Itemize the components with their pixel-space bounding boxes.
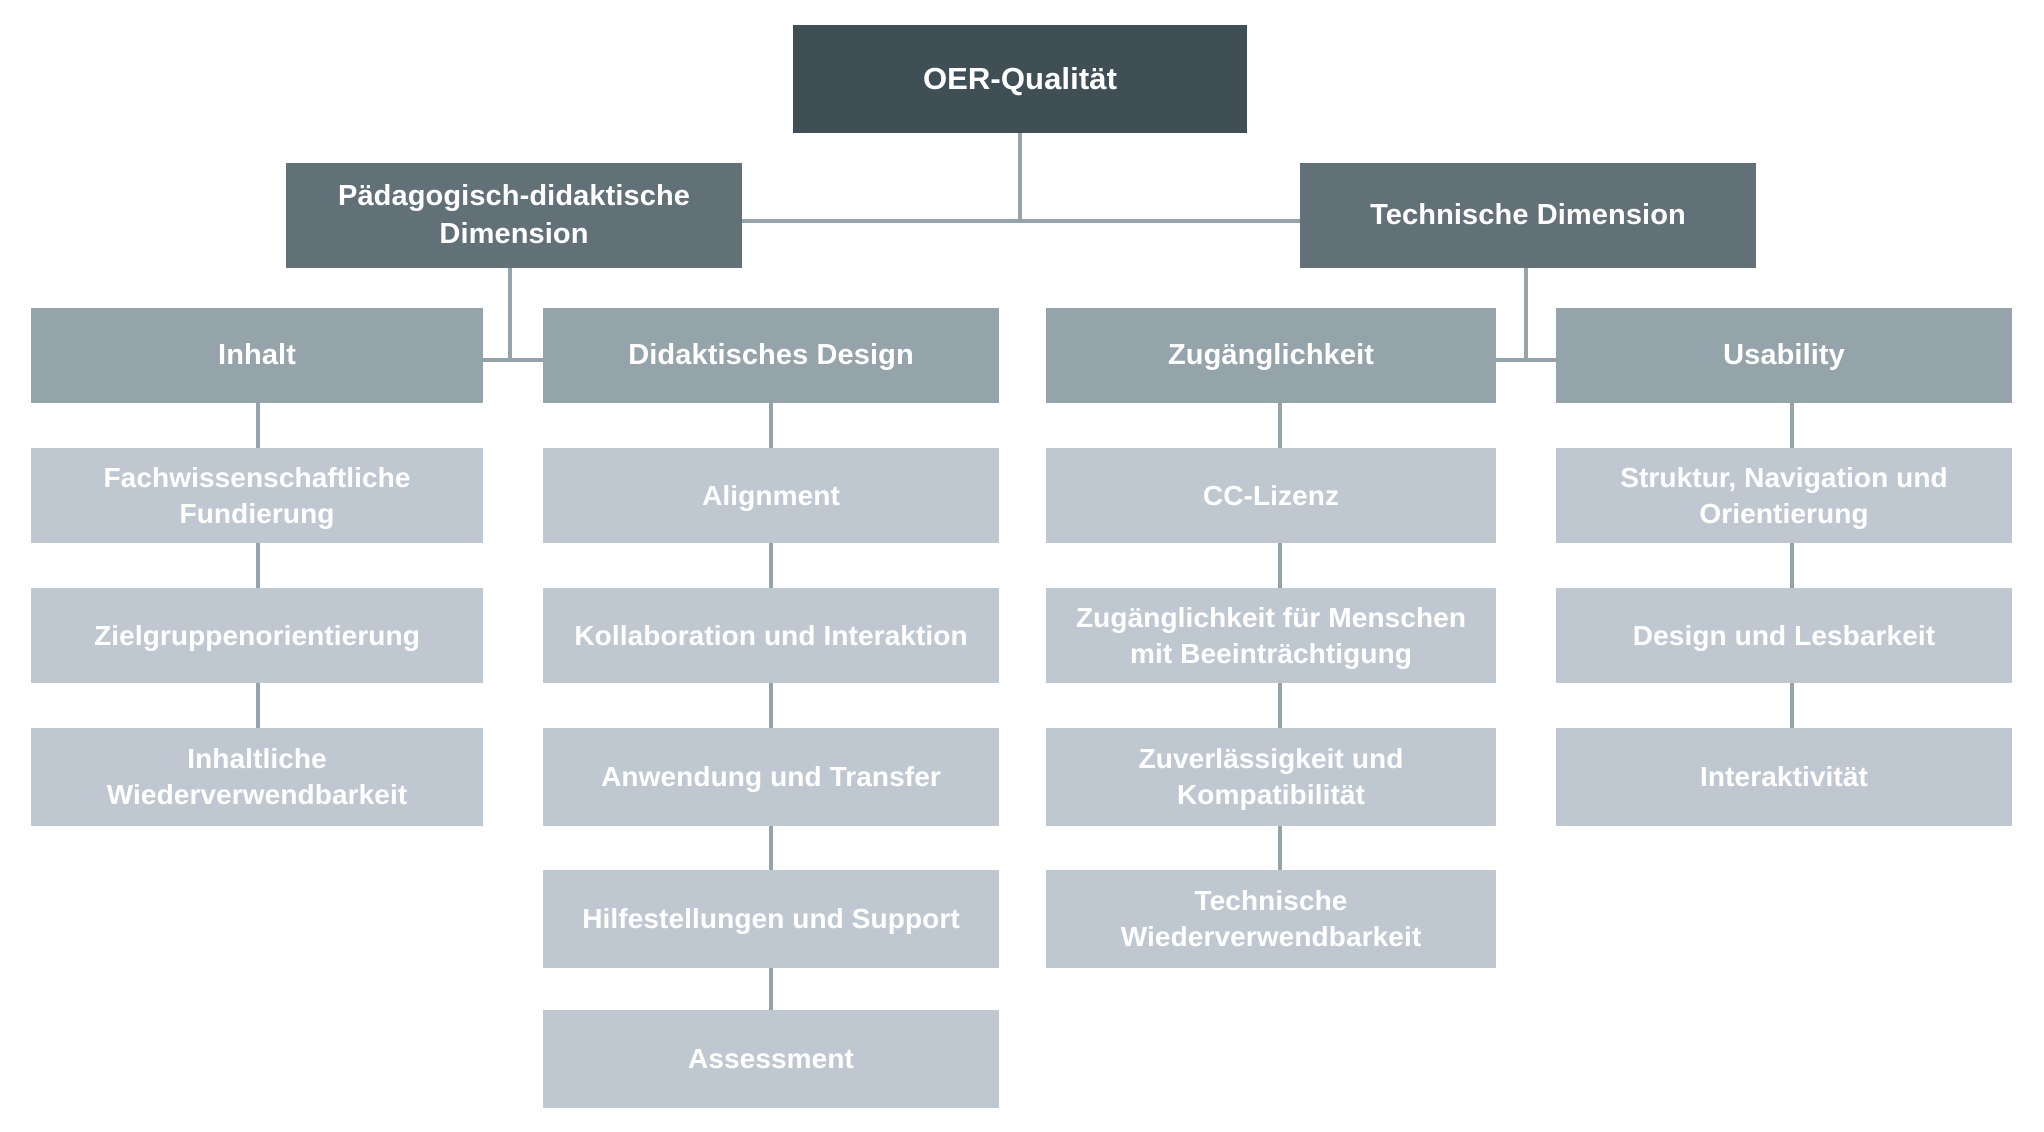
connector-technical-stem <box>1524 268 1528 360</box>
node-technische-dimension[interactable]: Technische Dimension <box>1300 163 1756 268</box>
node-usability[interactable]: Usability <box>1556 308 2012 403</box>
node-technische-wiederverwendbarkeit[interactable]: Technische Wiederverwendbarkeit <box>1046 870 1496 968</box>
node-interaktivitaet[interactable]: Interaktivität <box>1556 728 2012 826</box>
node-assessment[interactable]: Assessment <box>543 1010 999 1108</box>
node-kollaboration-und-interaktion[interactable]: Kollaboration und Interaktion <box>543 588 999 683</box>
connector-column-zugaenglichkeit <box>1278 403 1282 965</box>
node-zuverlaessigkeit-und-kompatibilitaet[interactable]: Zuverlässigkeit und Kompatibilität <box>1046 728 1496 826</box>
connector-root-stem <box>1018 133 1022 221</box>
node-inhaltliche-wiederverwendbarkeit[interactable]: Inhaltliche Wiederverwendbarkeit <box>31 728 483 826</box>
connector-root-bus <box>737 219 1303 223</box>
connector-pedagogical-bus <box>483 358 543 362</box>
node-design-und-lesbarkeit[interactable]: Design und Lesbarkeit <box>1556 588 2012 683</box>
node-fachwissenschaftliche-fundierung[interactable]: Fachwissenschaftliche Fundierung <box>31 448 483 543</box>
node-anwendung-und-transfer[interactable]: Anwendung und Transfer <box>543 728 999 826</box>
connector-technical-bus <box>1496 358 1556 362</box>
node-oer-qualitaet[interactable]: OER-Qualität <box>793 25 1247 133</box>
node-inhalt[interactable]: Inhalt <box>31 308 483 403</box>
node-hilfestellungen-und-support[interactable]: Hilfestellungen und Support <box>543 870 999 968</box>
connector-pedagogical-stem <box>508 268 512 360</box>
node-zugaenglichkeit-fuer-menschen-mit-beeintraechtigung[interactable]: Zugänglichkeit für Menschen mit Beeinträ… <box>1046 588 1496 683</box>
node-didaktisches-design[interactable]: Didaktisches Design <box>543 308 999 403</box>
node-zielgruppenorientierung[interactable]: Zielgruppenorientierung <box>31 588 483 683</box>
node-zugaenglichkeit[interactable]: Zugänglichkeit <box>1046 308 1496 403</box>
node-cc-lizenz[interactable]: CC-Lizenz <box>1046 448 1496 543</box>
node-paedagogisch-didaktische-dimension[interactable]: Pädagogisch-didaktische Dimension <box>286 163 742 268</box>
node-alignment[interactable]: Alignment <box>543 448 999 543</box>
node-struktur-navigation-und-orientierung[interactable]: Struktur, Navigation und Orientierung <box>1556 448 2012 543</box>
